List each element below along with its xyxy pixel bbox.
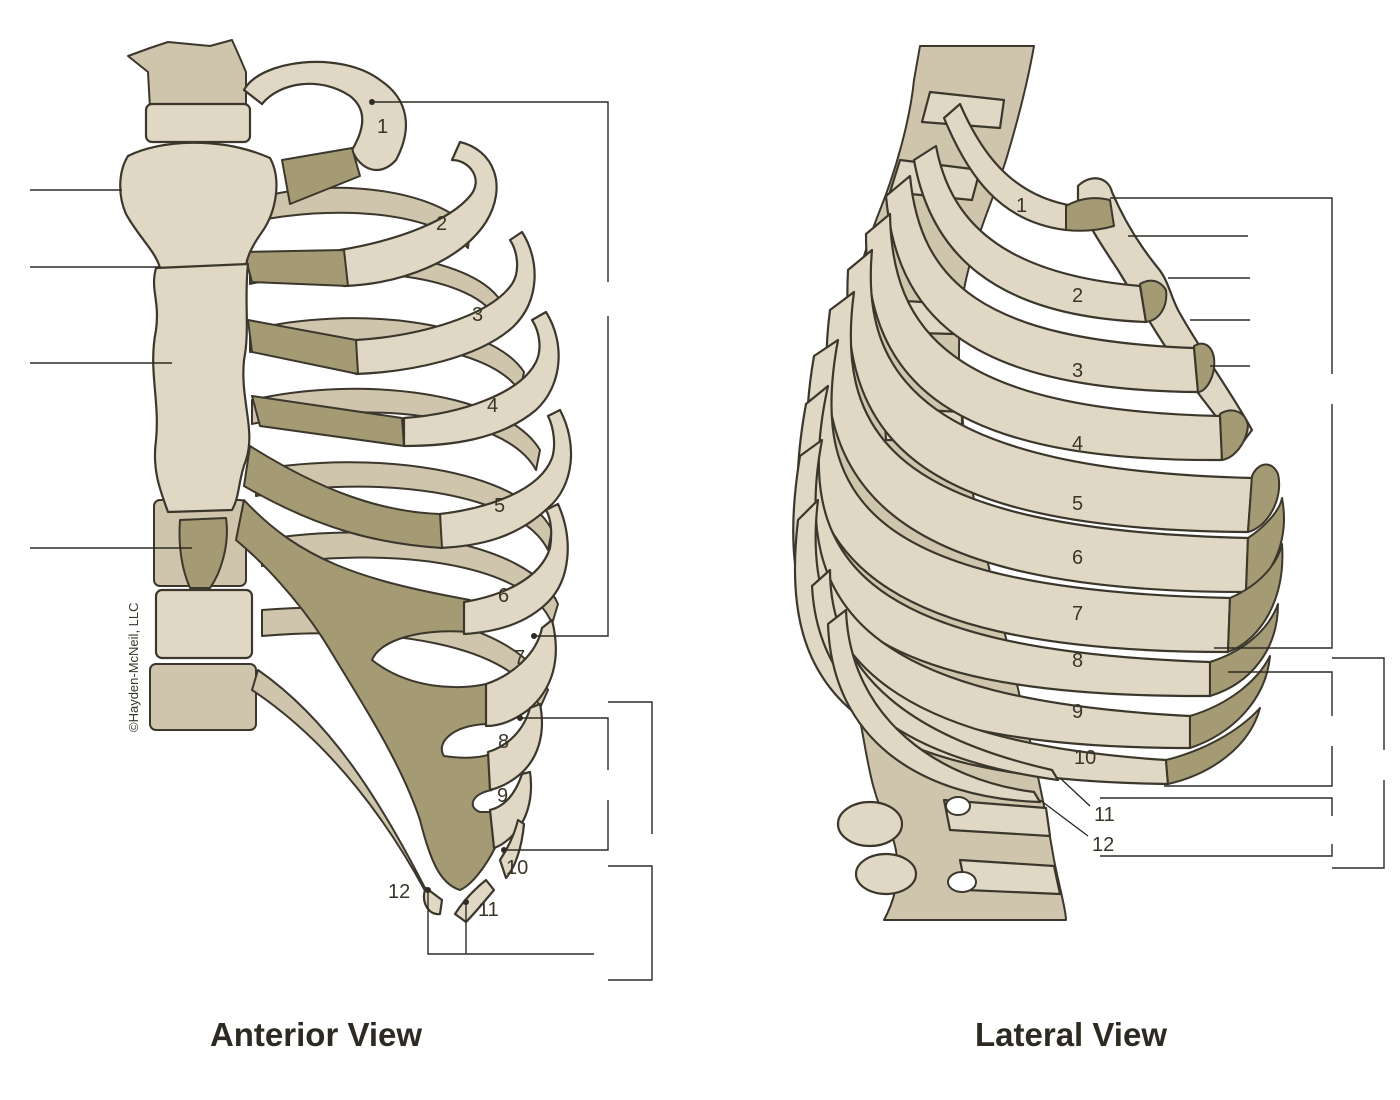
lateral-rib-label: 4 — [1072, 433, 1083, 455]
lateral-rib-label: 7 — [1072, 603, 1083, 625]
lateral-rib-label: 1 — [1016, 195, 1027, 217]
copyright-text: ©Hayden-McNeil, LLC — [126, 602, 141, 732]
lateral-rib-label: 6 — [1072, 547, 1083, 569]
anterior-view: 1 2 3 4 5 6 7 8 9 10 11 12 ©Hayden-McNei… — [30, 40, 652, 1053]
lateral-rib-label: 2 — [1072, 285, 1083, 307]
manubrium — [120, 143, 276, 268]
lateral-rib-label: 10 — [1074, 747, 1096, 769]
anterior-view-title: Anterior View — [210, 1016, 422, 1053]
lateral-rib-label: 11 — [1094, 804, 1115, 826]
lateral-rib-label: 9 — [1072, 701, 1083, 723]
lateral-rib-label: 8 — [1072, 650, 1083, 672]
lateral-rib-label: 12 — [1092, 834, 1114, 856]
anterior-rib-label: 11 — [478, 899, 499, 921]
anterior-rib-label: 2 — [436, 213, 447, 235]
lateral-view-title: Lateral View — [975, 1016, 1167, 1053]
anterior-rib-label: 9 — [497, 785, 508, 807]
anterior-rib-label: 12 — [388, 881, 410, 903]
anterior-rib-label: 7 — [514, 647, 525, 669]
anterior-rib-label: 5 — [494, 495, 505, 517]
anterior-rib-label: 4 — [487, 395, 498, 417]
anterior-rib-label: 6 — [498, 585, 509, 607]
anterior-rib-label: 1 — [377, 116, 388, 138]
anterior-rib-label: 10 — [506, 857, 528, 879]
sternal-body — [153, 264, 249, 512]
lateral-rib-label: 5 — [1072, 493, 1083, 515]
anterior-rib-label: 3 — [472, 304, 483, 326]
lateral-rib-label: 3 — [1072, 360, 1083, 382]
lateral-view: 1 2 3 4 5 6 7 8 9 10 11 12 Lateral View — [793, 46, 1384, 1053]
anterior-rib-label: 8 — [498, 731, 509, 753]
